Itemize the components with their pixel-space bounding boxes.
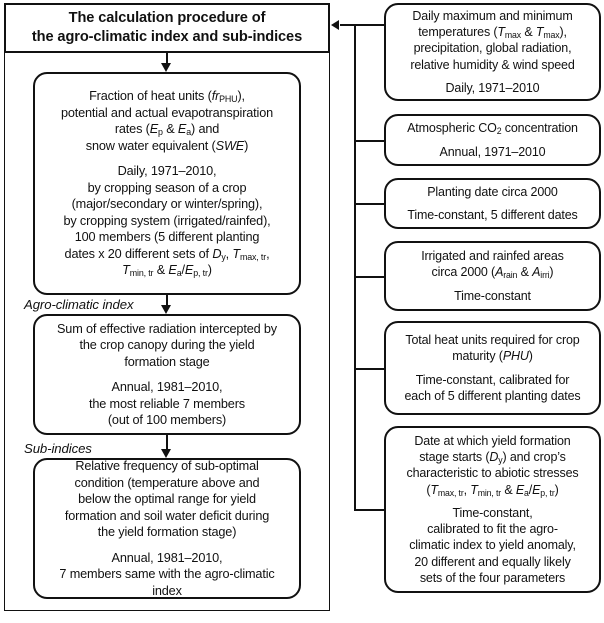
text-block: Time-constant,calibrated to fit the agro… [409, 505, 576, 585]
input-bus-line [354, 24, 357, 510]
agro-climatic-index-box: Sum of effective radiation intercepted b… [33, 314, 301, 435]
text-block: Annual, 1981–2010,the most reliable 7 me… [88, 380, 245, 427]
arrowhead-to-title [331, 19, 339, 30]
section-label-sub-indices: Sub-indices [24, 441, 92, 456]
arrowhead-to-index [161, 305, 172, 314]
connector-title-to-heat-units [166, 53, 169, 64]
arrowhead-to-heat-units [161, 63, 172, 72]
text-block: Time-constant, 5 different dates [407, 208, 578, 222]
text-block: Planting date circa 2000 [427, 184, 558, 199]
section-label-agro-climatic-index: Agro-climatic index [24, 297, 134, 312]
stub-total-heat-units [354, 368, 386, 371]
stub-planting-date [354, 203, 386, 206]
text-block: Atmospheric CO2 concentration [407, 121, 578, 137]
stub-co2 [354, 140, 386, 143]
stub-yield-formation-date [354, 509, 386, 512]
text-block: Annual, 1981–2010,7 members same with th… [59, 550, 275, 598]
heat-units-box-body: Fraction of heat units (frPHU),potential… [54, 88, 280, 279]
text-block: Annual, 1971–2010 [439, 144, 546, 159]
connector-heat-units-to-index [166, 295, 169, 306]
title-box: The calculation procedure of the agro-cl… [4, 3, 330, 53]
agro-climatic-index-box-body: Sum of effective radiation intercepted b… [50, 321, 284, 429]
title-line-2: the agro-climatic index and sub-indices [31, 29, 303, 45]
bus-arrow-to-title [340, 24, 356, 27]
text-block: Sum of effective radiation intercepted b… [56, 321, 277, 369]
text-block: Time-constant [454, 288, 531, 303]
heat-units-box: Fraction of heat units (frPHU),potential… [33, 72, 301, 295]
arrowhead-to-sub-indices [161, 449, 172, 458]
text-block: Daily, 1971–2010 [445, 80, 540, 95]
connector-index-to-sub-indices [166, 435, 169, 449]
stub-irrigated-rainfed-areas [354, 276, 386, 279]
title-line-1: The calculation procedure of [68, 10, 266, 27]
text-block: Daily, 1971–2010,by cropping season of a… [63, 164, 271, 279]
text-block: Fraction of heat units (frPHU),potential… [60, 89, 274, 153]
stub-weather-inputs [354, 24, 386, 27]
